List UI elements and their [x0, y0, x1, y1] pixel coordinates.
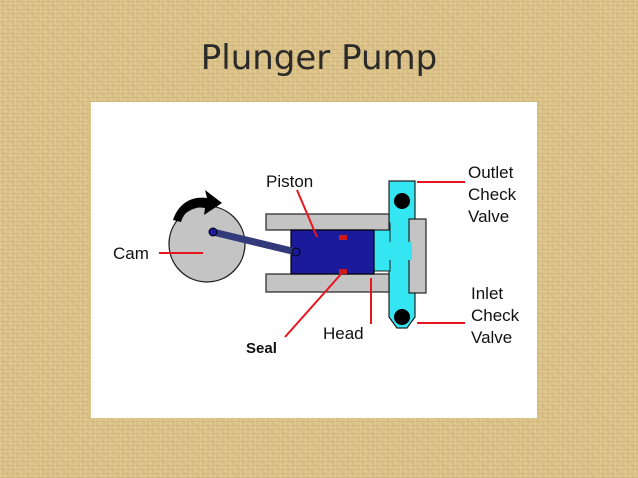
connecting-rod: [209, 228, 300, 256]
seal-top: [339, 235, 347, 240]
fluid-passage: [374, 242, 412, 260]
diagram-panel: Piston Cam Seal Head Outlet Check Valve …: [91, 102, 537, 418]
leader-seal: [284, 272, 343, 338]
label-seal: Seal: [246, 340, 277, 357]
cylinder-top-wall: [265, 213, 390, 231]
seal-bottom: [339, 269, 347, 274]
label-outlet-line3: Valve: [468, 207, 509, 226]
piston: [290, 229, 375, 275]
inlet-check-valve-ball: [394, 309, 410, 325]
label-cam: Cam: [113, 244, 149, 263]
plunger-pump-diagram: Piston Cam Seal Head Outlet Check Valve …: [113, 163, 520, 357]
cam-pivot: [208, 227, 218, 237]
label-head: Head: [323, 324, 364, 343]
slide-title: Plunger Pump: [200, 38, 438, 78]
label-outlet-line1: Outlet: [468, 163, 514, 182]
outlet-check-valve-ball: [394, 193, 410, 209]
leader-piston: [296, 189, 318, 238]
label-piston: Piston: [266, 172, 313, 191]
label-outlet-line2: Check: [468, 185, 517, 204]
rotation-arrow: [173, 190, 222, 222]
piston-pin: [291, 247, 301, 257]
label-inlet-line2: Check: [471, 306, 520, 325]
label-inlet-line3: Valve: [471, 328, 512, 347]
label-inlet-line1: Inlet: [471, 284, 503, 303]
